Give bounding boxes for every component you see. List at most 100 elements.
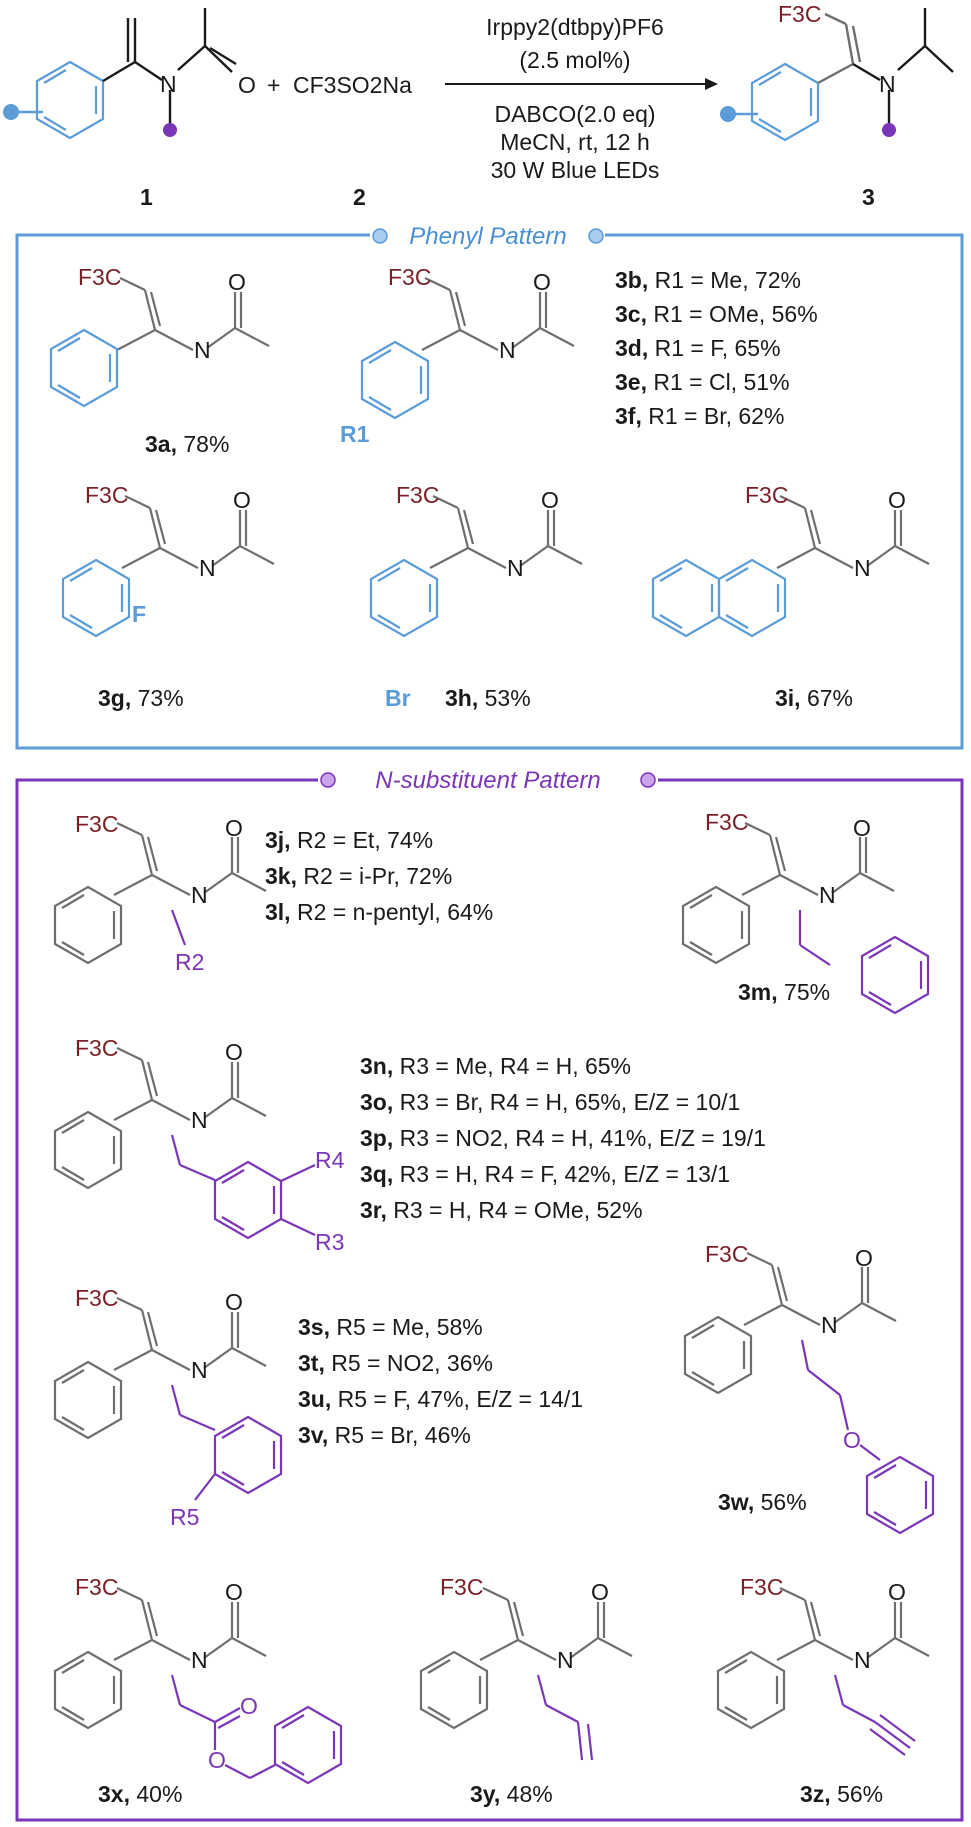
structure-3a: [49, 276, 271, 408]
substituent-r4: R4: [315, 1147, 345, 1173]
condition-3: 30 W Blue LEDs: [491, 157, 660, 183]
r34-list: 3n, R3 = Me, R4 = H, 65% 3o, R3 = Br, R4…: [360, 1053, 766, 1223]
substituent-r3: R3: [315, 1229, 344, 1255]
r1-item-id: 3e,: [615, 369, 647, 395]
o-3m: O: [853, 815, 871, 841]
o-ester-3x: O: [208, 1747, 226, 1773]
r2-item-text: R2 = Et, 74%: [297, 827, 433, 853]
svg-text:3d, R1 = F, 65%: 3d, R1 = F, 65%: [615, 335, 781, 361]
atom-o: O: [238, 72, 256, 98]
entry-3z: 3z, 56%: [800, 1781, 883, 1807]
entry-3m: 3m, 75%: [738, 979, 830, 1005]
n-3a: N: [194, 337, 211, 363]
r34-item-text: R3 = H, R4 = OMe, 52%: [393, 1197, 642, 1223]
o-3g: O: [233, 487, 251, 513]
svg-text:3s, R5 = Me, 58%: 3s, R5 = Me, 58%: [298, 1314, 483, 1340]
n-3j: N: [191, 882, 208, 908]
o-3w: O: [855, 1245, 873, 1271]
f3c-3w: F3C: [705, 1241, 748, 1267]
svg-text:3r, R3 = H, R4 = OMe, 52%: 3r, R3 = H, R4 = OMe, 52%: [360, 1197, 643, 1223]
r34-item-id: 3o,: [360, 1089, 393, 1115]
svg-text:3b, R1 = Me, 72%: 3b, R1 = Me, 72%: [615, 267, 801, 293]
structure-3s-3v: [53, 1296, 283, 1501]
substituent-r2: R2: [175, 949, 204, 975]
r1-item-id: 3d,: [615, 335, 648, 361]
compound-label-1: 1: [140, 184, 153, 210]
svg-text:3e, R1 = Cl, 51%: 3e, R1 = Cl, 51%: [615, 369, 790, 395]
structure-3h: [369, 494, 584, 638]
o-3x: O: [225, 1579, 243, 1605]
svg-text:3k, R2 = i-Pr, 72%: 3k, R2 = i-Pr, 72%: [265, 863, 452, 889]
svg-text:3n, R3 = Me, R4 = H, 65%: 3n, R3 = Me, R4 = H, 65%: [360, 1053, 631, 1079]
r2-item-id: 3k,: [265, 863, 297, 889]
n-3g: N: [199, 555, 216, 581]
condition-1: DABCO(2.0 eq): [494, 101, 655, 127]
r1-item-text: R1 = OMe, 56%: [653, 301, 817, 327]
catalyst-text: Irppy2(dtbpy)PF6: [486, 14, 664, 40]
svg-text:3o, R3 = Br, R4 = H, 65%, E/: 3o, R3 = Br, R4 = H, 65%, E/Z = 10/1: [360, 1089, 740, 1115]
svg-text:3l, R2 = n-pentyl, 64%: 3l, R2 = n-pentyl, 64%: [265, 899, 493, 925]
entry-3g: 3g, 73%: [98, 685, 184, 711]
n-panel-title: N-substituent Pattern: [375, 767, 600, 794]
r2-item-id: 3l,: [265, 899, 291, 925]
o-3j: O: [225, 815, 243, 841]
n-3m: N: [819, 882, 836, 908]
r5-item-text: R5 = Br, 46%: [335, 1422, 471, 1448]
structure-3z: [716, 1586, 931, 1756]
r5-item-id: 3u,: [298, 1386, 331, 1412]
f3c-3a: F3C: [78, 264, 121, 290]
r5-item-id: 3t,: [298, 1350, 325, 1376]
substituent-br: Br: [385, 685, 411, 711]
structure-3w: [683, 1251, 935, 1535]
structure-3b-3f: [360, 276, 576, 420]
f3c-3s: F3C: [75, 1285, 118, 1311]
o-3s: O: [225, 1289, 243, 1315]
f3c-3n: F3C: [75, 1035, 118, 1061]
r2-item-text: R2 = n-pentyl, 64%: [297, 899, 493, 925]
entry-3w: 3w, 56%: [718, 1489, 807, 1515]
r34-item-text: R3 = Me, R4 = H, 65%: [400, 1053, 631, 1079]
r1-item-text: R1 = F, 65%: [655, 335, 781, 361]
r34-item-id: 3n,: [360, 1053, 393, 1079]
structure-3i: [651, 494, 931, 638]
substrate-1-structure: [3, 8, 237, 140]
r1-item-text: R1 = Br, 62%: [648, 403, 784, 429]
n-3x: N: [191, 1647, 208, 1673]
o-ether-3w: O: [843, 1427, 861, 1453]
r2-list: 3j, R2 = Et, 74% 3k, R2 = i-Pr, 72% 3l, …: [265, 827, 493, 925]
svg-text:3p, R3 = NO2, R4 = H, 41%, E/: 3p, R3 = NO2, R4 = H, 41%, E/Z = 19/1: [360, 1125, 766, 1151]
r34-item-text: R3 = H, R4 = F, 42%, E/Z = 13/1: [400, 1161, 730, 1187]
structure-3m: [681, 821, 930, 1015]
r5-item-text: R5 = Me, 58%: [336, 1314, 482, 1340]
f3c-3b: F3C: [388, 264, 431, 290]
phenyl-panel-frame: [15, 233, 964, 750]
n-3w: N: [821, 1312, 838, 1338]
entry-3x: 3x, 40%: [98, 1781, 182, 1807]
r34-item-id: 3q,: [360, 1161, 393, 1187]
n-3h: N: [507, 555, 524, 581]
f3c-3h: F3C: [396, 482, 439, 508]
product-f3c: F3C: [778, 1, 821, 27]
r1-item-text: R1 = Cl, 51%: [653, 369, 789, 395]
catalyst-loading-text: (2.5 mol%): [519, 47, 630, 73]
r34-item-id: 3r,: [360, 1197, 387, 1223]
r1-list: 3b, R1 = Me, 72% 3c, R1 = OMe, 56% 3d, R…: [615, 267, 818, 429]
r2-item-text: R2 = i-Pr, 72%: [303, 863, 452, 889]
f3c-3m: F3C: [705, 809, 748, 835]
o-carbonyl-3x: O: [240, 1693, 258, 1719]
entry-3a: 3a, 78%: [145, 431, 229, 457]
f3c-3g: F3C: [85, 482, 128, 508]
r5-list: 3s, R5 = Me, 58% 3t, R5 = NO2, 36% 3u, R…: [298, 1314, 583, 1448]
compound-label-3: 3: [862, 184, 875, 210]
svg-text:3c, R1 = OMe, 56%: 3c, R1 = OMe, 56%: [615, 301, 818, 327]
structure-3x: [53, 1586, 343, 1785]
o-3b: O: [533, 269, 551, 295]
condition-2: MeCN, rt, 12 h: [500, 129, 650, 155]
plus-sign: +: [267, 72, 280, 98]
svg-text:3f, R1 = Br, 62%: 3f, R1 = Br, 62%: [615, 403, 784, 429]
r1-item-id: 3b,: [615, 267, 648, 293]
r1-item-text: R1 = Me, 72%: [655, 267, 801, 293]
o-3h: O: [541, 487, 559, 513]
product-3-structure: [720, 8, 954, 142]
